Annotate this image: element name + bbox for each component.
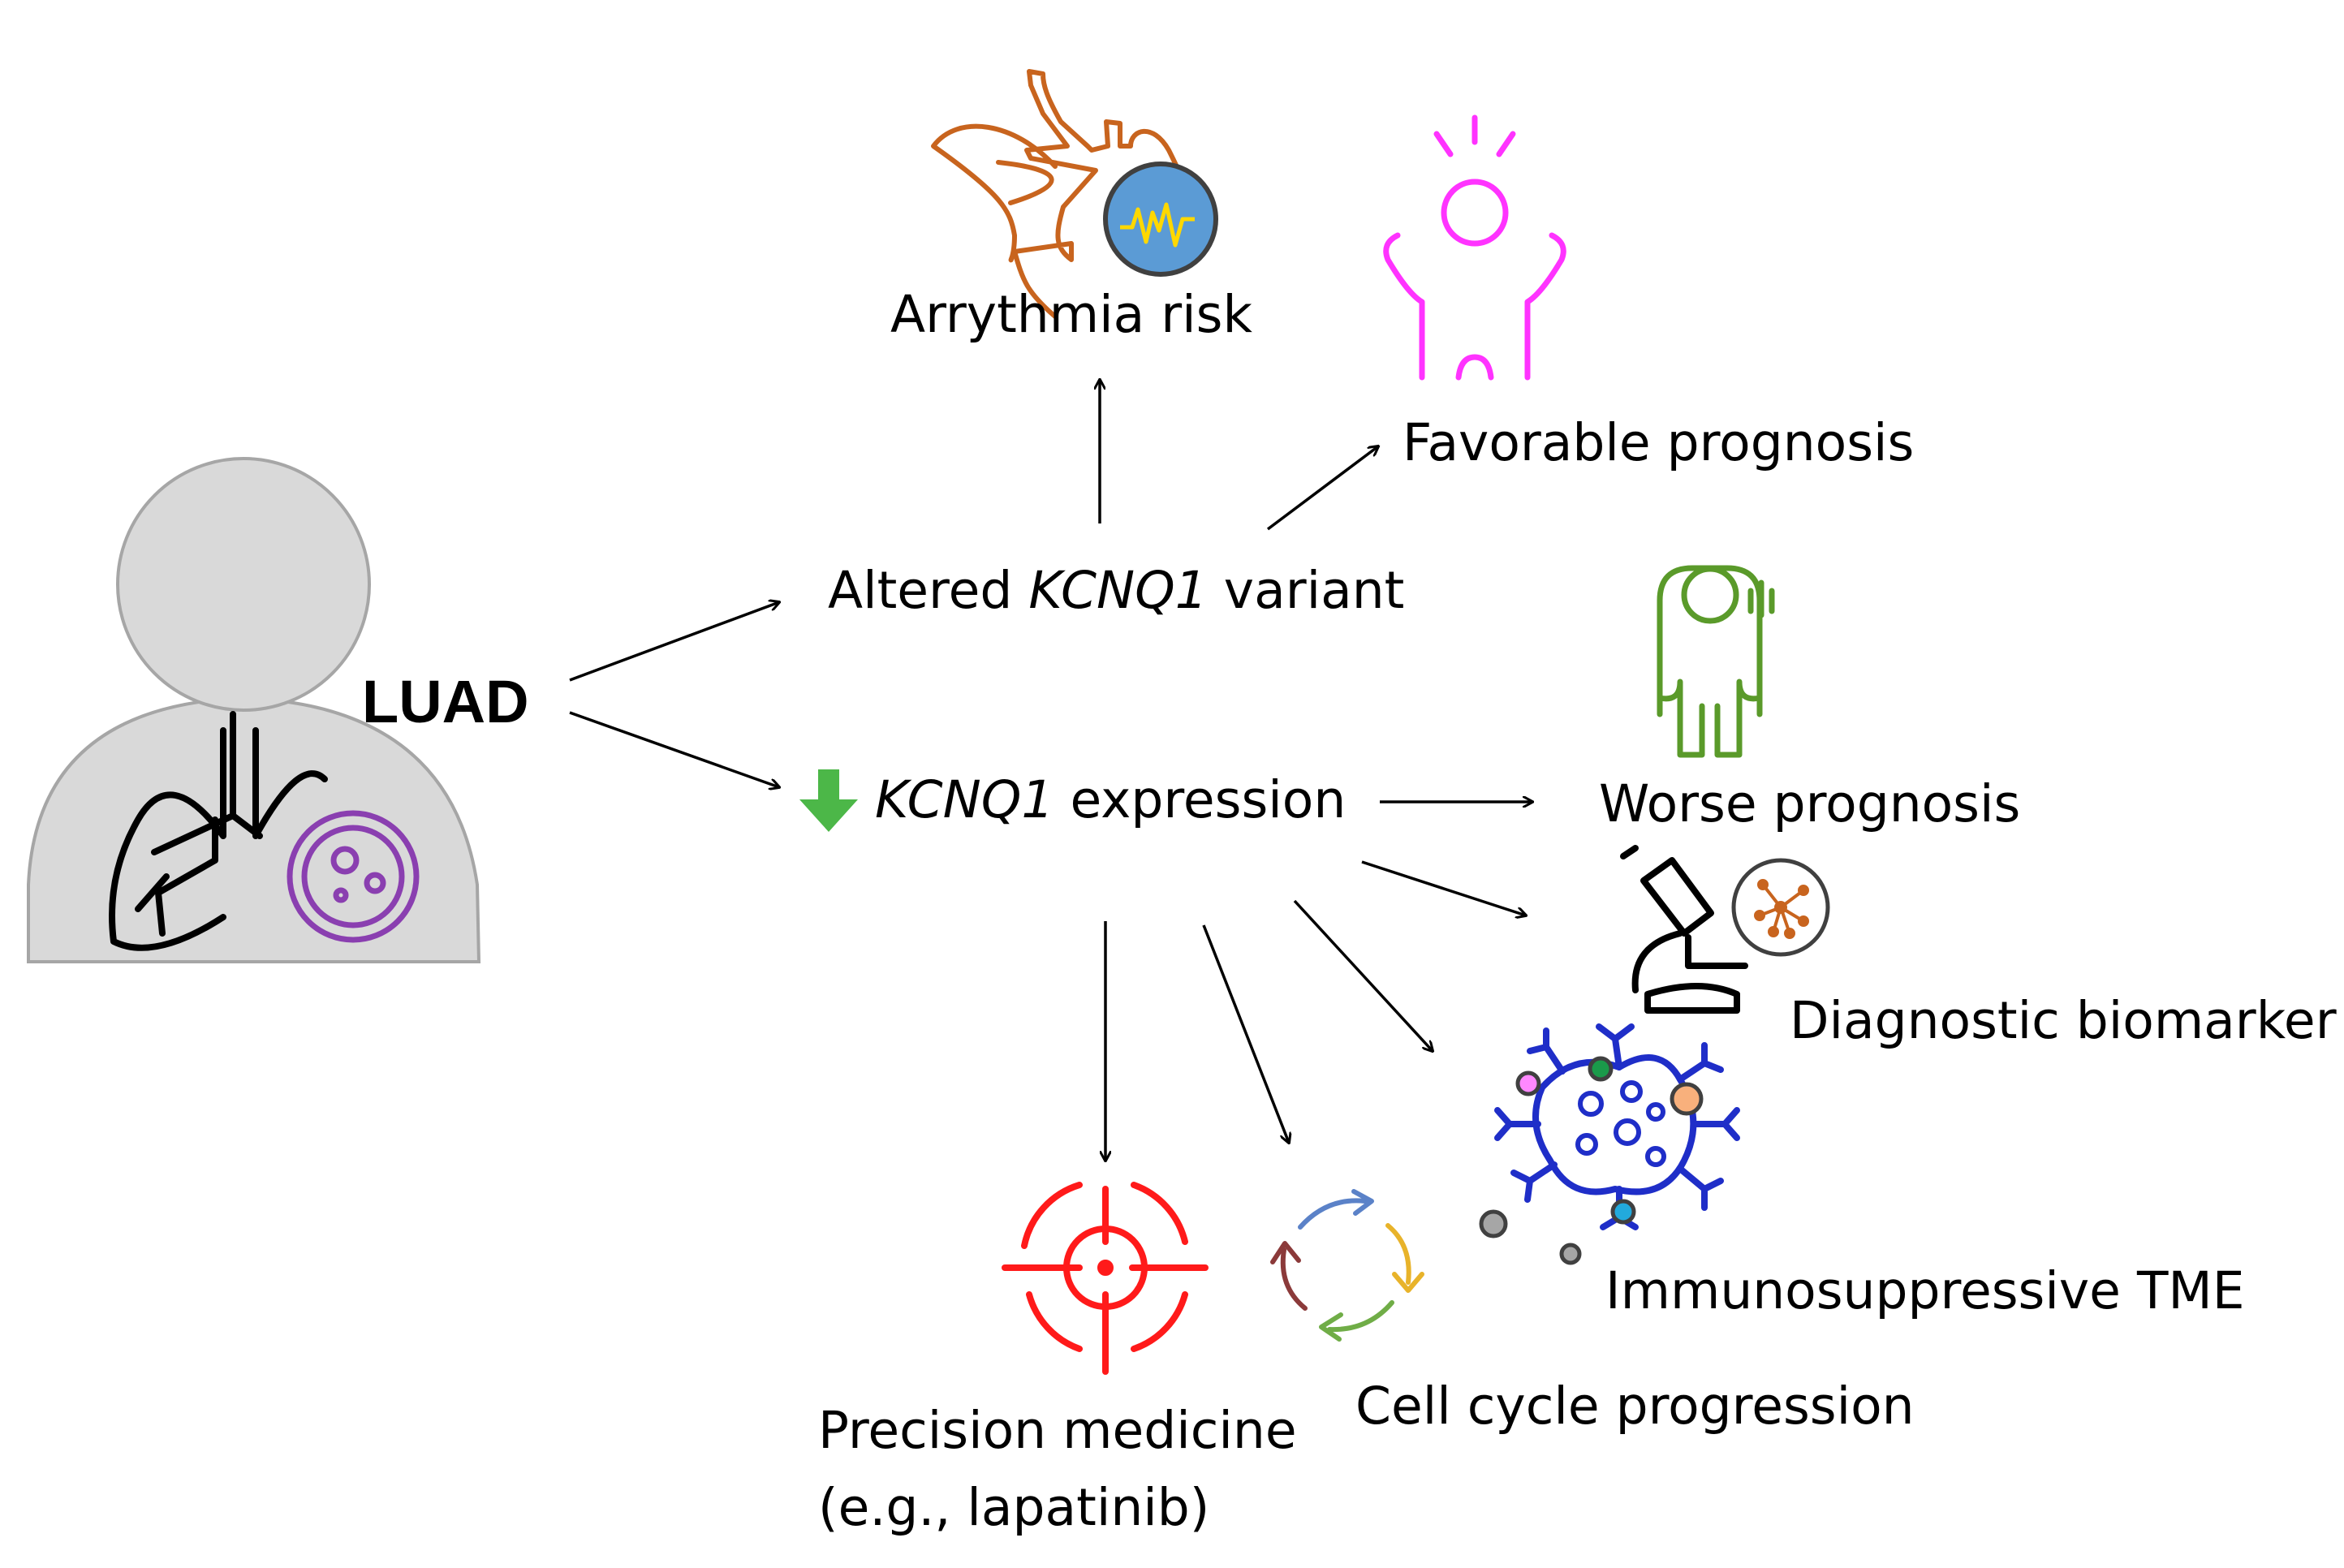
network-icon [1731,858,1830,957]
arrow-to-favorable [1266,446,1378,531]
diagnostic-biomarker-label: Diagnostic biomarker [1790,991,2337,1050]
favorable-prognosis-label: Favorable prognosis [1403,413,1915,472]
arrow-to-expression [569,711,779,787]
down-arrow-icon [799,769,858,832]
arrow-to-biomarker [1361,860,1526,915]
altered-prefix: Altered [828,561,1029,620]
arrhythmia-risk-label: Arrythmia risk [890,285,1252,344]
target-icon [1002,1182,1209,1375]
arrow-to-altered [569,602,779,682]
precision-medicine-example: (e.g., lapatinib) [818,1478,1210,1537]
worse-prognosis-label: Worse prognosis [1599,774,2021,834]
expression-gene: KCNQ1 [875,770,1054,829]
immunosuppressive-tme-label: Immunosuppressive TME [1605,1261,2245,1320]
cell-cycle-label: Cell cycle progression [1355,1376,1915,1436]
happy-person-icon [1383,114,1566,381]
ecg-monitor-icon [1103,162,1218,277]
patient-label: LUAD [362,668,529,735]
worried-person-icon [1657,565,1775,758]
altered-variant-label: Altered KCNQ1 variant [828,561,1405,620]
expression-label: KCNQ1 expression [875,770,1347,829]
arrow-to-tme [1293,899,1433,1051]
precision-medicine-label: Precision medicine [818,1401,1297,1460]
microscope-icon [1620,845,1748,1014]
arrow-to-cell-cycle [1202,924,1289,1143]
expression-suffix: expression [1054,770,1347,829]
cancer-cell-icon [287,810,420,943]
arrows [569,380,1532,1161]
altered-gene: KCNQ1 [1028,561,1208,620]
immune-cell-icon [1479,1023,1740,1265]
cycle-icon [1270,1189,1424,1342]
lungs-icon [109,711,328,951]
altered-suffix: variant [1207,561,1405,620]
